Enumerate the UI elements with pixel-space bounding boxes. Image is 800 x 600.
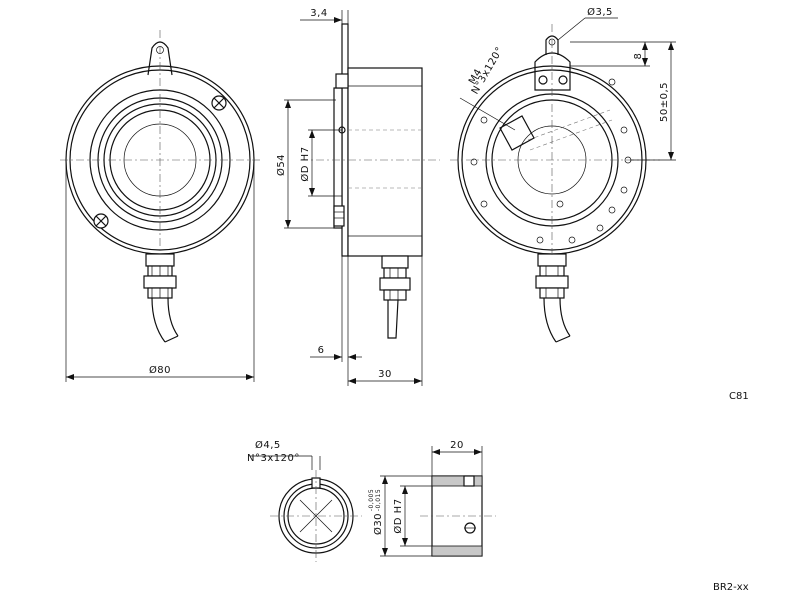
front-view: Ø80 — [60, 30, 262, 382]
rear-view: M4 N°3x120° Ø3,5 8 50±0,5 — [450, 6, 676, 343]
dim-width-30: 30 — [378, 369, 392, 380]
dim-diameter-3-5: Ø3,5 — [587, 6, 613, 18]
dim-tolerance-lower: -0,015 — [375, 489, 382, 511]
model-label-br2: BR2-xx — [713, 582, 749, 593]
model-label-c81: C81 — [729, 391, 749, 402]
dim-diameter-80: Ø80 — [149, 364, 171, 376]
dim-diameter-30: Ø30 — [372, 513, 384, 535]
bracket-side-view: 20 Ø30 -0,005 -0,015 ØD H7 — [368, 440, 496, 557]
dim-width-6: 6 — [318, 345, 325, 356]
dim-height-50: 50±0,5 — [659, 82, 670, 122]
dim-diameter-4-5: Ø4,5 — [255, 439, 281, 451]
dim-diameter-54: Ø54 — [275, 154, 287, 176]
dim-width-20: 20 — [450, 440, 464, 451]
dim-tolerance-upper: -0,005 — [368, 489, 375, 511]
bracket-front-view: Ø4,5 N°3x120° — [247, 439, 362, 562]
dim-holes-3x120-bracket: N°3x120° — [247, 453, 300, 464]
dim-bore-d-h7-bracket: ØD H7 — [392, 498, 404, 533]
dim-height-8: 8 — [633, 53, 644, 60]
side-view: 3,4 Ø54 ØD H7 6 30 — [275, 8, 440, 386]
dim-width-3-4: 3,4 — [310, 8, 327, 19]
dim-bore-d-h7: ØD H7 — [299, 146, 311, 181]
